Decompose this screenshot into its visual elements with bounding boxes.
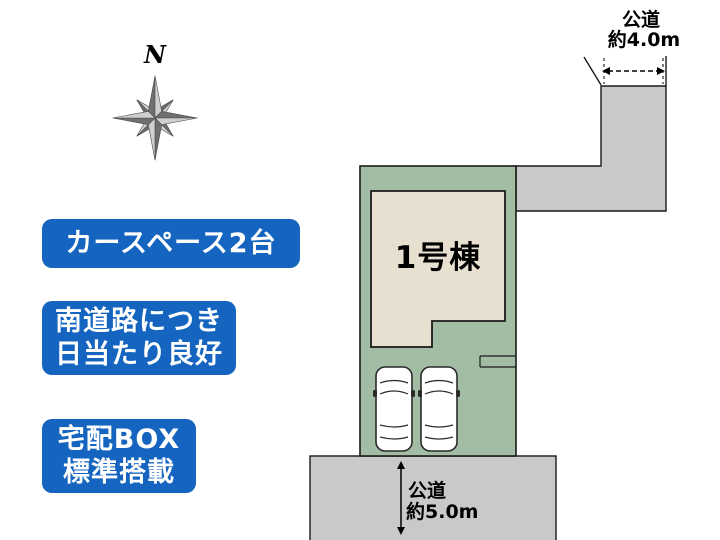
entrance-steps <box>479 355 516 368</box>
top-road-width: 約4.0m <box>608 28 680 51</box>
building-label: 1号棟 <box>395 240 482 276</box>
top-dim-arrowhead-left <box>602 67 610 75</box>
top-road-name: 公道 <box>622 8 660 31</box>
bottom-dim-arrowhead-top <box>397 461 405 469</box>
bottom-road-name: 公道 <box>408 479 446 502</box>
bottom-road-dimension: 公道 約5.0m <box>397 461 478 535</box>
compass: N <box>107 40 203 166</box>
badge-south-road-line1: 南道路につき <box>55 305 223 337</box>
badge-car-space: カースペース2台 <box>42 219 300 268</box>
bottom-dim-arrowhead-bottom <box>397 527 405 535</box>
badge-car-space-line1: カースペース2台 <box>65 227 277 259</box>
building-1 <box>370 190 506 348</box>
badge-delivery-box: 宅配BOX 標準搭載 <box>42 419 196 493</box>
top-road-dimension: 公道 約4.0m <box>602 8 680 84</box>
badge-delivery-box-line2: 標準搭載 <box>63 457 175 488</box>
top-road <box>515 85 667 212</box>
top-dim-arrowhead-right <box>657 67 665 75</box>
bottom-road-width: 約5.0m <box>406 500 478 523</box>
badge-south-road-line2: 日当たり良好 <box>55 339 223 370</box>
compass-north-label: N <box>144 40 166 69</box>
compass-rose-icon <box>112 75 198 161</box>
car-2 <box>417 366 461 452</box>
car-1 <box>372 366 416 452</box>
top-road-left-flare <box>583 56 602 86</box>
badge-south-road: 南道路につき 日当たり良好 <box>42 301 236 375</box>
badge-delivery-box-line1: 宅配BOX <box>57 423 181 455</box>
